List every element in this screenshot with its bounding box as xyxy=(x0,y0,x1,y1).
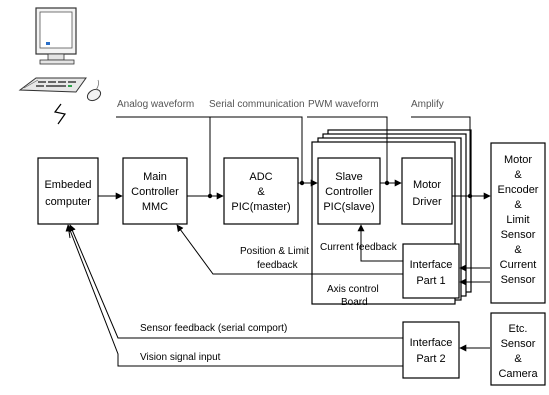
motor-line-9: Sensor xyxy=(501,274,536,286)
main-controller-line-2: Controller xyxy=(131,186,179,198)
interface2-line-1: Interface xyxy=(410,337,453,349)
motor-driver-block: Motor Driver xyxy=(402,158,452,224)
motor-line-8: Current xyxy=(500,259,537,271)
slave-line-2: Controller xyxy=(325,186,373,198)
position-limit-label-1: Position & Limit xyxy=(240,246,309,257)
adc-pic-master-block: ADC & PIC(master) xyxy=(224,158,298,224)
wireless-link-icon xyxy=(55,104,65,124)
motor-line-1: Motor xyxy=(504,154,532,166)
interface-part-1-block: Interface Part 1 xyxy=(403,244,459,298)
embedded-computer-line-1: Embeded xyxy=(44,179,91,191)
main-controller-line-3: MMC xyxy=(142,201,168,213)
motor-line-3: Encoder xyxy=(498,184,539,196)
computer-icon xyxy=(20,8,103,103)
motor-driver-line-1: Motor xyxy=(413,179,441,191)
vision-signal-label: Vision signal input xyxy=(140,352,221,363)
motor-driver-line-2: Driver xyxy=(412,196,442,208)
axis-control-label-1: Axis control xyxy=(327,284,379,295)
analog-waveform-label: Analog waveform xyxy=(117,99,194,110)
embedded-computer-line-2: computer xyxy=(45,196,91,208)
interface-part-2-block: Interface Part 2 xyxy=(403,322,459,378)
etc-line-1: Etc. xyxy=(509,323,528,335)
etc-line-2: Sensor xyxy=(501,338,536,350)
etc-line-4: Camera xyxy=(498,368,538,380)
adc-line-1: ADC xyxy=(249,171,272,183)
interface2-line-2: Part 2 xyxy=(416,353,445,365)
position-limit-label-2: feedback xyxy=(257,260,299,271)
motor-line-6: Sensor xyxy=(501,229,536,241)
serial-communication-label: Serial communication xyxy=(209,99,305,110)
sensor-feedback-label: Sensor feedback (serial comport) xyxy=(140,323,287,334)
interface1-line-2: Part 1 xyxy=(416,275,445,287)
slave-line-3: PIC(slave) xyxy=(323,201,374,213)
motor-line-7: & xyxy=(514,244,522,256)
embedded-computer-block: Embeded computer xyxy=(38,158,98,224)
pwm-waveform-label: PWM waveform xyxy=(308,99,379,110)
motor-line-2: & xyxy=(514,169,522,181)
motor-sensor-block: Motor & Encoder & Limit Sensor & Current… xyxy=(491,143,545,303)
motor-line-5: Limit xyxy=(506,214,529,226)
slave-controller-block: Slave Controller PIC(slave) xyxy=(318,158,380,224)
etc-sensor-camera-block: Etc. Sensor & Camera xyxy=(491,313,545,385)
amplify-label: Amplify xyxy=(411,99,444,110)
adc-line-2: & xyxy=(257,186,265,198)
motor-line-4: & xyxy=(514,199,522,211)
main-controller-block: Main Controller MMC xyxy=(123,158,187,224)
adc-line-3: PIC(master) xyxy=(231,201,290,213)
current-feedback-label: Current feedback xyxy=(320,242,398,253)
interface1-line-1: Interface xyxy=(410,259,453,271)
axis-control-label-2: Board xyxy=(341,297,368,308)
etc-line-3: & xyxy=(514,353,522,365)
slave-line-1: Slave xyxy=(335,171,363,183)
main-controller-line-1: Main xyxy=(143,171,167,183)
